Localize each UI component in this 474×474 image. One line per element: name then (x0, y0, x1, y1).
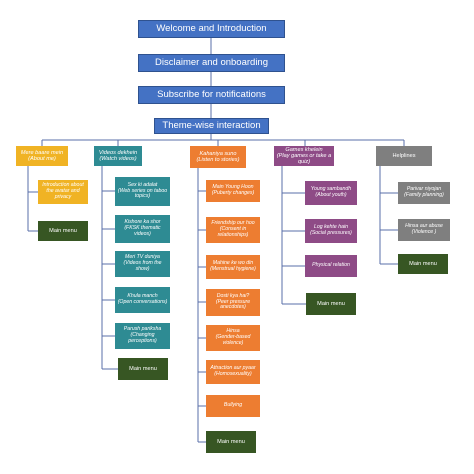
hinsa-item[interactable]: Hinsa (Gender-based violence) (206, 325, 260, 351)
attraction-aur-pyaar-item[interactable]: Attraction aur pyaar (Homosexuality) (206, 360, 260, 384)
welcome-introduction-box[interactable]: Welcome and Introduction (138, 20, 285, 38)
watch-videos-category[interactable]: Videos dekhein (Watch videos) (94, 146, 142, 166)
parush-pariksha-item[interactable]: Parush pariksha (Changing perceptions) (115, 323, 170, 349)
hinsa-aur-abuse-item[interactable]: Hinsa aur abuse (Violence ) (398, 219, 450, 241)
parivar-niyojan-item[interactable]: Parivar niyojan (Family planning) (398, 182, 450, 204)
log-kehte-hain-item[interactable]: Log kehte hain (Social pressures) (305, 219, 357, 243)
disclaimer-onboarding-box[interactable]: Disclaimer and onboarding (138, 54, 285, 72)
play-games-category[interactable]: Games khelein (Play games or take a quiz… (274, 146, 334, 166)
watch-videos-main-menu[interactable]: Main menu (118, 358, 168, 380)
about-me-category[interactable]: Mere baare mein (About me) (16, 146, 68, 166)
play-games-main-menu[interactable]: Main menu (306, 293, 356, 315)
khula-manch-item[interactable]: Khula manch (Open conversations) (115, 287, 170, 313)
theme-wise-interaction-box[interactable]: Theme-wise interaction (154, 118, 269, 134)
helplines-category[interactable]: Helplines (376, 146, 432, 166)
sex-ki-adalat-item[interactable]: Sex ki adalat (Web series on taboo topic… (115, 177, 170, 206)
dosti-kya-hai-item[interactable]: Dosti kya hai? (Peer pressure anecdotes) (206, 289, 260, 316)
friendship-our-hoo-item[interactable]: Friendship our hoo (Consent in relations… (206, 217, 260, 243)
connector-group (27, 38, 405, 443)
listen-stories-category[interactable]: Kahaniya suno (Listen to stories) (190, 146, 246, 168)
kishore-ka-shor-item[interactable]: Kishore ka shor (FKSK thematic videos) (115, 215, 170, 243)
subscribe-notifications-box[interactable]: Subscribe for notifications (138, 86, 285, 104)
bullying-item[interactable]: Bullying (206, 395, 260, 417)
main-young-hoon-item[interactable]: Main Young Hoon (Puberty changes) (206, 180, 260, 202)
avatar-privacy-intro-item[interactable]: Introduction about the avatar and privac… (38, 180, 88, 204)
about-me-main-menu[interactable]: Main menu (38, 221, 88, 241)
listen-stories-main-menu[interactable]: Main menu (206, 431, 256, 453)
young-sambandh-item[interactable]: Young sambandh (About youth) (305, 181, 357, 205)
mahine-ke-wo-din-item[interactable]: Mahine ke wo din (Menstrual hygiene) (206, 255, 260, 279)
helplines-main-menu[interactable]: Main menu (398, 254, 448, 274)
physical-relation-item[interactable]: Physical relation (305, 255, 357, 277)
meri-tv-duniya-item[interactable]: Meri TV duniya (Videos from the show) (115, 251, 170, 277)
